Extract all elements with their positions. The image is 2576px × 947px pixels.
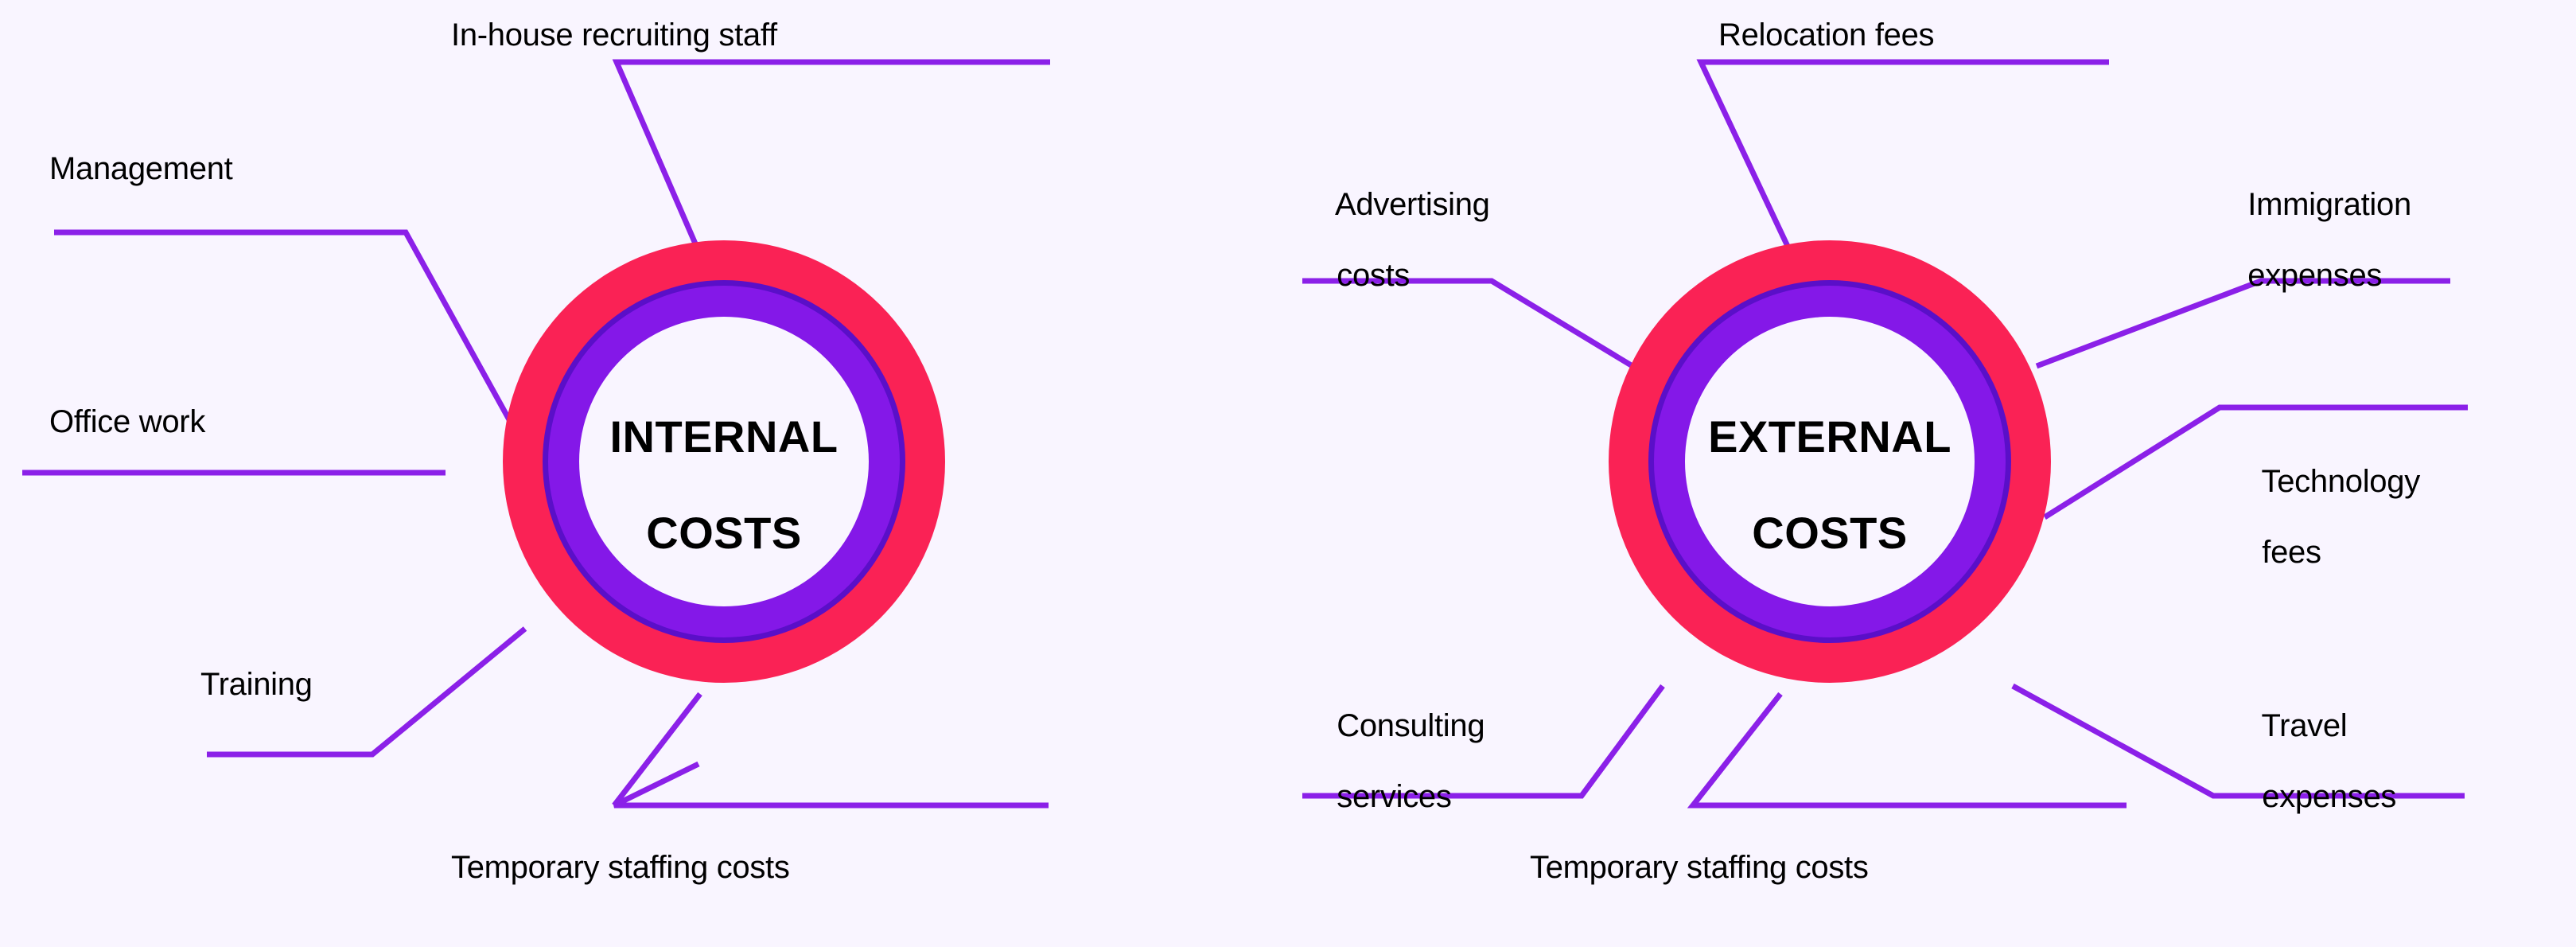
connector-internal-bottom-riser xyxy=(612,692,702,808)
label-external-relocation-fees: Relocation fees xyxy=(1718,18,1935,53)
label-external-consulting-services: Consulting services xyxy=(1302,672,1485,851)
label-external-travel-expenses-line1: Travel xyxy=(2261,707,2348,743)
label-external-technology-fees-line2: fees xyxy=(2262,535,2321,571)
connector-internal-top xyxy=(612,59,1050,256)
label-external-temporary-staffing-costs: Temporary staffing costs xyxy=(1530,850,1869,885)
external-center-line1: EXTERNAL xyxy=(1708,411,1951,462)
external-ring-center-fill xyxy=(1685,317,1975,606)
connector-external-upper-right xyxy=(2035,278,2450,369)
label-external-travel-expenses-line2: expenses xyxy=(2262,779,2397,815)
label-internal-temporary-staffing-costs: Temporary staffing costs xyxy=(451,850,790,885)
label-external-advertising-costs-line1: Advertising xyxy=(1335,186,1490,222)
connector-external-lower-right xyxy=(2011,683,2465,799)
label-external-consulting-services-line2: services xyxy=(1337,779,1452,815)
connector-internal-upper-left xyxy=(54,229,527,447)
internal-center-line2: COSTS xyxy=(646,508,802,559)
label-external-consulting-services-line1: Consulting xyxy=(1337,707,1485,743)
internal-ring-center-fill xyxy=(579,317,869,606)
connector-external-upper-left xyxy=(1302,278,1634,368)
label-external-technology-fees-line1: Technology xyxy=(2261,463,2421,499)
connector-external-top xyxy=(1696,59,2109,256)
connector-external-bottom xyxy=(1687,692,2127,809)
label-external-immigration-expenses-line2: expenses xyxy=(2247,258,2383,294)
label-external-advertising-costs-line2: costs xyxy=(1337,258,1411,294)
label-internal-management: Management xyxy=(49,151,233,186)
external-costs-center-label: EXTERNAL COSTS xyxy=(1708,365,1951,558)
label-external-technology-fees: Technology fees xyxy=(2228,428,2421,606)
label-external-immigration-expenses-line1: Immigration xyxy=(2247,186,2411,222)
label-external-immigration-expenses: Immigration expenses xyxy=(2213,151,2411,329)
connector-internal-lower-left xyxy=(207,626,527,758)
connector-external-mid-right xyxy=(2043,404,2468,520)
connector-external-lower-left xyxy=(1302,684,1665,799)
external-center-line2: COSTS xyxy=(1752,508,1908,559)
internal-costs-center-label: INTERNAL COSTS xyxy=(609,365,838,558)
connector-internal-bottom xyxy=(613,761,1049,809)
label-internal-office-work: Office work xyxy=(49,404,206,439)
label-internal-training: Training xyxy=(200,667,313,702)
label-external-advertising-costs: Advertising costs xyxy=(1302,151,1490,329)
internal-center-line1: INTERNAL xyxy=(609,411,839,462)
label-internal-in-house-recruiting-staff: In-house recruiting staff xyxy=(451,18,777,53)
label-external-travel-expenses: Travel expenses xyxy=(2228,672,2397,851)
